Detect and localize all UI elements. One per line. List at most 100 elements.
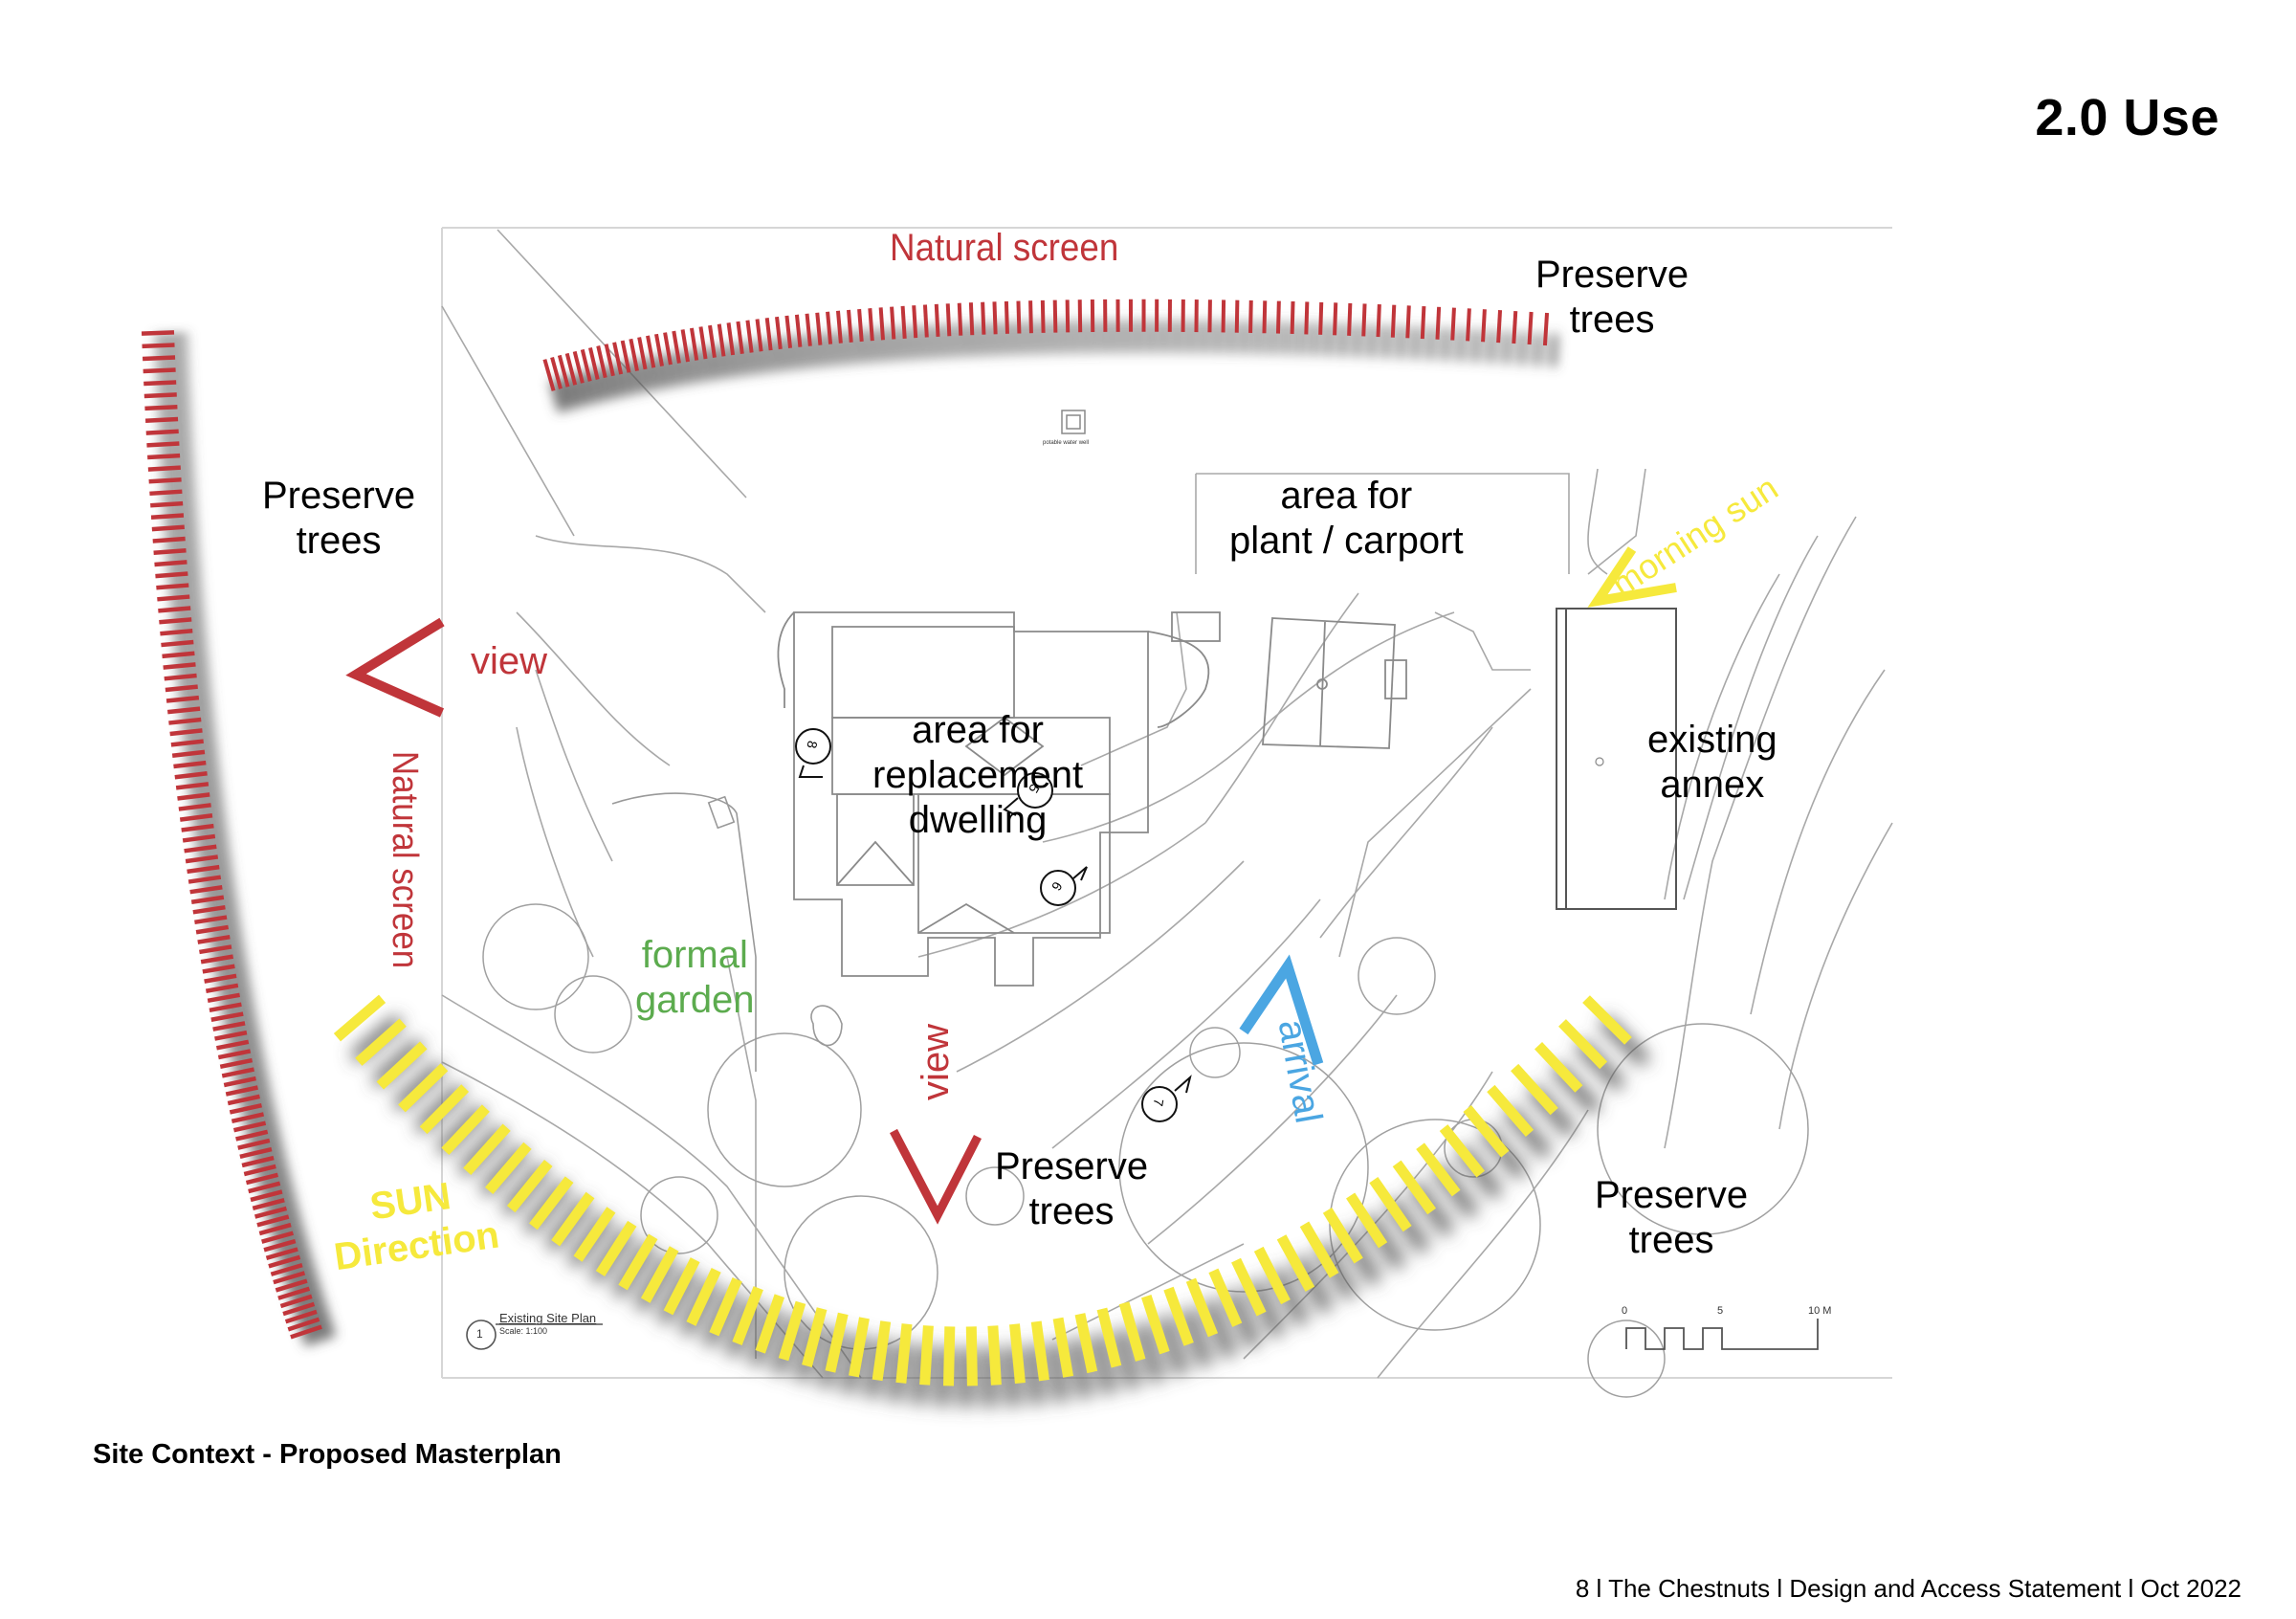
hatch-shadow-mark <box>1247 1278 1285 1338</box>
hatch-mark <box>775 316 783 350</box>
hatch-shadow-mark <box>832 332 842 366</box>
hatch-mark <box>1290 300 1295 335</box>
formal-garden-outline <box>611 792 843 1072</box>
hatch-mark <box>221 1067 254 1078</box>
top-screen-strokes <box>542 299 1550 391</box>
hatch-mark <box>1463 1105 1510 1158</box>
hatch-mark <box>1439 1124 1486 1178</box>
hatch-mark <box>1487 1084 1534 1137</box>
hatch-mark <box>219 1057 254 1069</box>
hatch-mark <box>398 1063 449 1113</box>
hatch-mark <box>170 739 204 747</box>
hatch-shadow-mark <box>1180 1307 1212 1368</box>
hatch-mark <box>268 1254 301 1269</box>
hatch-mark <box>144 380 177 387</box>
hatch-mark <box>223 1076 256 1088</box>
hatch-mark <box>542 359 556 391</box>
hatch-shadow-mark <box>1026 1344 1044 1406</box>
existing-annex-label: existing annex <box>1647 718 1777 808</box>
hatch-mark <box>551 1191 595 1247</box>
hatch-mark <box>1253 1246 1291 1305</box>
hatch-mark <box>182 833 216 843</box>
hatch-shadow-mark <box>603 366 616 400</box>
hatch-mark <box>654 333 665 366</box>
hatch-mark <box>225 1085 258 1097</box>
label-line: trees <box>1628 1218 1714 1261</box>
hatch-shadow-mark <box>1023 322 1030 355</box>
hatch-shadow-mark <box>853 330 862 365</box>
sun-direction-hatch <box>333 994 1650 1408</box>
natural-screen-top-label: Natural screen <box>890 227 1119 269</box>
hatch-mark <box>199 944 232 955</box>
scale-bar-start: 0 <box>1622 1305 1628 1317</box>
hatch-shadow-mark <box>999 322 1006 356</box>
hatch-mark <box>1009 1323 1026 1385</box>
hatch-mark <box>270 1262 303 1276</box>
hatch-shadow-mark <box>1225 1289 1261 1349</box>
hatch-shadow-mark <box>190 797 224 808</box>
view-chevron-left-icon <box>345 617 445 718</box>
hatch-shadow-mark <box>197 849 231 860</box>
hatch-mark <box>686 1268 721 1326</box>
hatch-mark <box>209 1002 242 1013</box>
view-marker-7 <box>1141 1086 1178 1122</box>
hatch-shadow-mark <box>742 342 753 376</box>
hatch-shadow-mark <box>1269 1267 1309 1326</box>
hatch-shadow-mark <box>1426 326 1435 361</box>
hatch-mark <box>142 355 176 362</box>
hatch-shadow-mark <box>963 323 972 357</box>
hatch-shadow-mark <box>715 345 725 380</box>
label-line: Preserve <box>995 1145 1149 1187</box>
hatch-shadow-mark <box>1518 331 1527 366</box>
hatch-mark <box>1004 300 1009 334</box>
label-line: replacement <box>872 753 1084 796</box>
hatch-shadow-mark <box>175 655 209 666</box>
hatch-shadow-mark <box>635 359 648 393</box>
hatch-mark <box>987 1325 1002 1386</box>
hatch-mark <box>290 1324 322 1340</box>
hatch-mark <box>165 684 198 693</box>
hatch-shadow-mark <box>661 354 673 388</box>
hatch-shadow-mark <box>200 869 233 881</box>
natural-screen-left-label: Natural screen <box>385 750 425 969</box>
hatch-mark <box>279 1294 313 1309</box>
hatch-shadow-mark <box>801 335 811 368</box>
hatch-mark <box>934 303 940 337</box>
hatch-mark <box>156 583 189 590</box>
hatch-mark <box>1512 310 1518 344</box>
hatch-shadow-mark <box>1227 321 1235 354</box>
water-well-label: potable water well <box>1043 440 1090 446</box>
hatch-shadow-mark <box>180 711 214 721</box>
hatch-shadow-mark <box>163 494 196 503</box>
hatch-mark <box>1096 1307 1122 1368</box>
hatch-shadow-mark <box>1047 321 1054 354</box>
hatch-mark <box>148 477 182 484</box>
label-line: trees <box>1569 298 1655 341</box>
hatch-shadow-mark <box>723 344 735 378</box>
morning-sun-arrow-icon <box>1587 546 1677 608</box>
carport-building-outline <box>1262 617 1407 749</box>
hatch-mark <box>802 1307 828 1367</box>
hatch-mark <box>529 1176 574 1231</box>
hatch-mark <box>857 308 864 343</box>
hatch-mark <box>250 1189 283 1203</box>
existing-annex-outline <box>1556 608 1677 910</box>
hatch-mark <box>1392 1160 1437 1215</box>
hatch-shadow-mark <box>1255 321 1262 355</box>
hatch-mark <box>1582 995 1632 1045</box>
hatch-shadow-mark <box>155 360 189 368</box>
label-line: existing <box>1647 719 1777 761</box>
hatch-shadow-mark <box>192 818 227 829</box>
hatch-mark <box>1208 1268 1243 1327</box>
hatch-shadow-mark <box>302 1329 337 1346</box>
hatch-mark <box>835 310 843 344</box>
hatch-mark <box>755 1294 785 1354</box>
hatch-shadow-mark <box>771 338 782 372</box>
hatch-mark <box>166 695 200 703</box>
hatch-mark <box>248 1181 281 1194</box>
hatch-shadow-mark <box>896 327 905 361</box>
hatch-shadow-mark <box>184 743 218 754</box>
hatch-mark <box>1065 299 1071 333</box>
hatch-shadow-mark <box>678 351 690 386</box>
